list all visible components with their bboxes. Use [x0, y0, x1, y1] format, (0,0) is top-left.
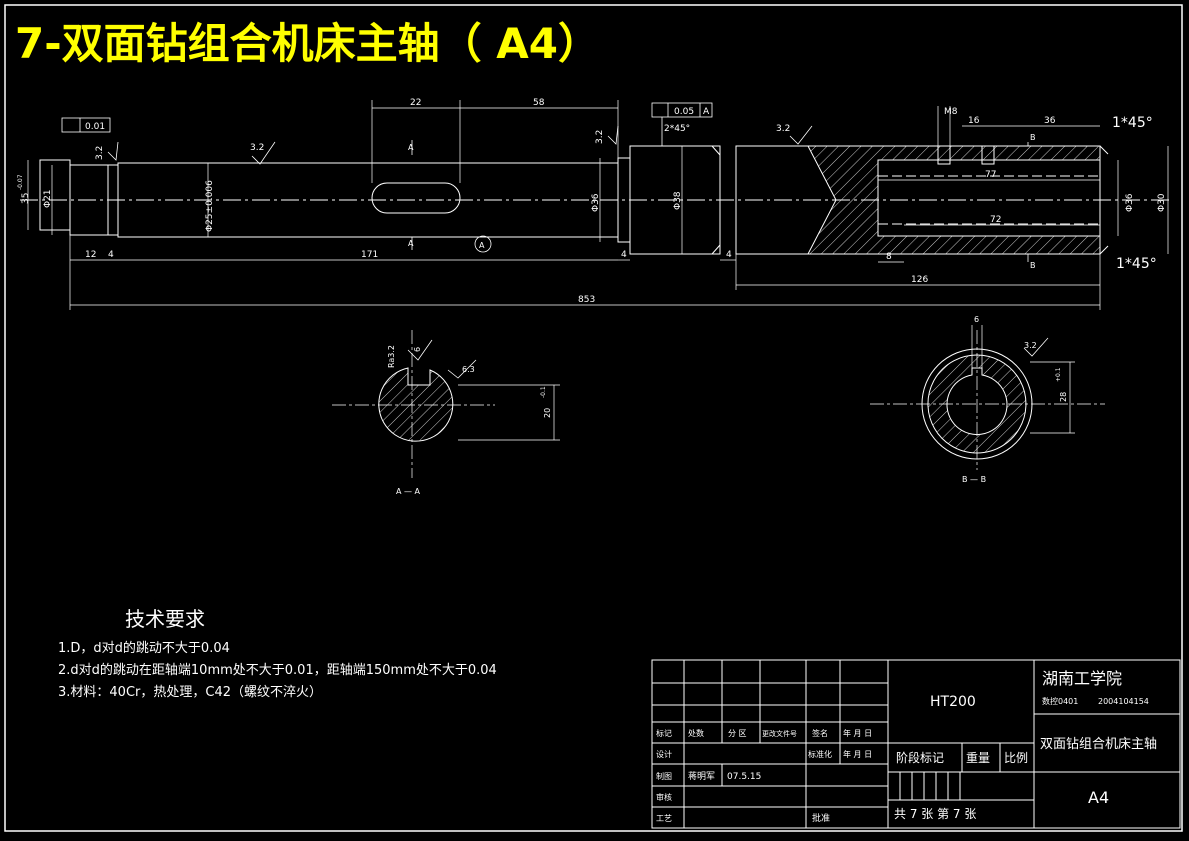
row-review: 审核 [656, 792, 672, 802]
tech-req-item-2: 2.d对d的跳动在距轴端10mm处不大于0.01，距轴端150mm处不大于0.0… [58, 662, 497, 678]
class-id: 数控0401 [1042, 696, 1078, 706]
dim-126: 126 [911, 275, 928, 285]
col-sign: 签名 [812, 728, 828, 738]
dim-28: 28 [1059, 392, 1068, 402]
material: HT200 [930, 694, 976, 710]
roughness-symbols [107, 125, 813, 165]
dim-20: 20 [543, 408, 552, 418]
col-zone: 分 区 [728, 729, 747, 738]
dim-phi21: Φ21 [43, 189, 53, 208]
dim-6-a: 6 [413, 347, 422, 352]
section-a-bottom: A [408, 239, 414, 248]
col-count: 处数 [688, 728, 704, 738]
weight-label: 重量 [966, 751, 990, 765]
sheet-count: 共 7 张 第 7 张 [894, 807, 976, 821]
roughness-b: 3.2 [1024, 341, 1037, 350]
section-b-top: B [1030, 133, 1036, 142]
title-block [651, 659, 1181, 829]
dim-6-b: 6 [974, 315, 979, 324]
student-id: 2004104154 [1098, 697, 1149, 706]
dim-chamfer-2x45: 2*45° [664, 124, 690, 134]
dim-phi30: Φ30 [1157, 193, 1167, 212]
tol-20: -0.1 [540, 386, 547, 398]
dim-36: 36 [1044, 116, 1056, 126]
section-a-a [332, 330, 560, 478]
tolerance-frames [61, 102, 713, 146]
dim-4b: 4 [621, 250, 627, 260]
dim-72: 72 [990, 215, 1001, 225]
datum-letter: A [703, 107, 710, 117]
dim-12: 12 [85, 250, 96, 260]
dim-chamfer-1x45-top: 1*45° [1112, 115, 1153, 131]
tol-28: +0.1 [1055, 367, 1062, 382]
roughness-2: 3.2 [95, 146, 105, 160]
dimension-lines [27, 100, 1169, 310]
detail-circle-a [474, 235, 492, 253]
runout-value: 0.01 [85, 122, 105, 132]
tech-req-item-3: 3.材料：40Cr，热处理，C42（螺纹不淬火） [58, 685, 322, 700]
tech-req-item-1: 1.D，d对d的跳动不大于0.04 [58, 640, 230, 656]
col-doc: 更改文件号 [762, 729, 797, 738]
flatness-value: 0.05 [674, 107, 694, 117]
row-standard-date: 年 月 日 [843, 749, 872, 759]
dim-phi38: Φ38 [673, 191, 683, 210]
row-design: 设计 [656, 749, 672, 759]
dim-171: 171 [361, 250, 378, 260]
part-name: 双面钻组合机床主轴 [1040, 737, 1157, 752]
dim-phi36-bore: Φ36 [1125, 193, 1135, 212]
section-hatch [807, 145, 1101, 255]
section-b-b [870, 325, 1105, 470]
roughness-3: 3.2 [595, 130, 605, 144]
section-b-bottom: B [1030, 261, 1036, 270]
drafter-name: 蒋明军 [688, 770, 715, 782]
dim-58: 58 [533, 98, 545, 108]
dim-m8: M8 [944, 107, 958, 117]
col-date: 年 月 日 [843, 728, 872, 738]
dim-chamfer-1x45-bottom: 1*45° [1116, 256, 1157, 272]
row-standard: 标准化 [808, 749, 832, 759]
stage-mark: 阶段标记 [896, 750, 944, 765]
school-name: 湖南工学院 [1042, 669, 1122, 688]
dim-16: 16 [968, 116, 980, 126]
row-process: 工艺 [656, 814, 672, 823]
view-a-a-label: A — A [396, 487, 421, 496]
dim-4c: 4 [726, 250, 732, 260]
roughness-1: 3.2 [250, 143, 264, 153]
col-mark: 标记 [656, 728, 672, 738]
draft-date: 07.5.15 [727, 772, 761, 782]
shaft-main-view [20, 145, 1170, 255]
detail-circle-label: A [479, 241, 485, 250]
tech-req-heading: 技术要求 [125, 607, 205, 631]
scale-label: 比例 [1004, 751, 1028, 765]
section-a-top: A [408, 143, 414, 152]
row-approve: 批准 [812, 812, 830, 824]
sheet-size: A4 [1088, 788, 1109, 807]
roughness-4: 3.2 [776, 124, 790, 134]
tol-35: -0.07 [17, 174, 24, 190]
dimension-texts: 22 58 12 4 171 4 4 126 8 77 72 853 36 16… [17, 98, 1167, 305]
dim-phi36-shaft: Φ36 [591, 193, 601, 212]
keyway [371, 182, 461, 214]
roughness-ra32: Ra3.2 [387, 345, 396, 368]
dim-853: 853 [578, 295, 595, 305]
page-title: 7-双面钻组合机床主轴（ A4） [15, 19, 600, 68]
dim-phi25: Φ25±0.006 [205, 180, 215, 232]
dim-8: 8 [886, 252, 892, 262]
view-b-b-label: B — B [962, 475, 986, 484]
dim-4a: 4 [108, 250, 114, 260]
dim-22: 22 [410, 98, 421, 108]
tech-requirements: 技术要求 1.D，d对d的跳动不大于0.04 2.d对d的跳动在距轴端10mm处… [58, 607, 497, 700]
sheet-border [4, 4, 1183, 832]
roughness-6-3: 6.3 [462, 365, 475, 374]
dim-77: 77 [985, 170, 996, 180]
row-draft: 制图 [656, 771, 672, 781]
dim-35: 35 [21, 193, 31, 204]
